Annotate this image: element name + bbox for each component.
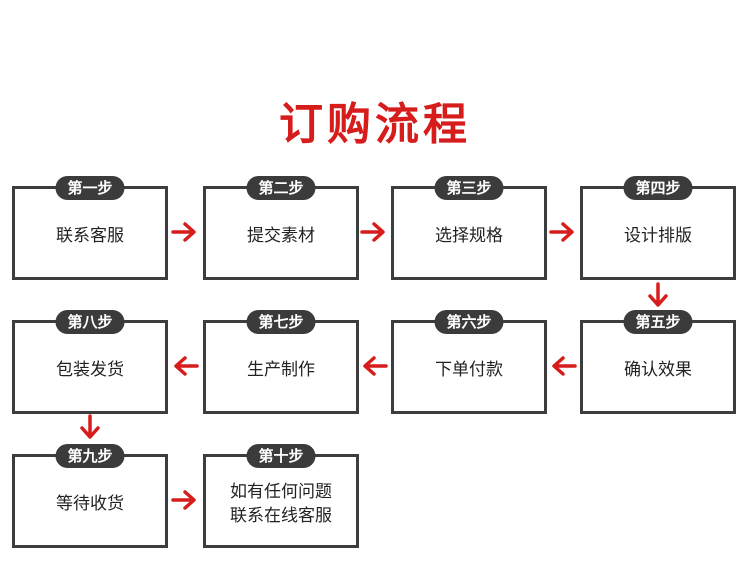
step-8-label: 包装发货 (56, 360, 124, 380)
arrow-right-icon (171, 490, 196, 510)
step-6-box: 第六步 下单付款 (391, 310, 547, 414)
step-4-badge: 第四步 (623, 176, 693, 200)
step-8-box: 第八步 包装发货 (12, 310, 168, 414)
arrow-right-icon (549, 222, 574, 242)
step-10-badge: 第十步 (246, 444, 316, 468)
step-1-label: 联系客服 (56, 226, 124, 246)
arrow-down-icon (648, 282, 668, 307)
step-9-badge: 第九步 (55, 444, 125, 468)
step-7-box: 第七步 生产制作 (203, 310, 359, 414)
step-6-label: 下单付款 (435, 360, 503, 380)
arrow-down-icon (80, 414, 100, 439)
step-2-badge: 第二步 (246, 176, 316, 200)
step-3-box: 第三步 选择规格 (391, 176, 547, 280)
step-8-badge: 第八步 (55, 310, 125, 334)
arrow-left-icon (363, 356, 388, 376)
step-9-label: 等待收货 (56, 494, 124, 514)
step-7-badge: 第七步 (246, 310, 316, 334)
step-5-badge: 第五步 (623, 310, 693, 334)
step-5-box: 第五步 确认效果 (580, 310, 736, 414)
step-10-label: 如有任何问题 联系在线客服 (206, 457, 356, 545)
page-title: 订购流程 (279, 99, 471, 150)
step-5-label: 确认效果 (624, 360, 692, 380)
arrow-left-icon (174, 356, 199, 376)
step-1-box: 第一步 联系客服 (12, 176, 168, 280)
step-10-box: 第十步 如有任何问题 联系在线客服 (203, 444, 359, 548)
step-10-label-line-1: 如有任何问题 (230, 482, 332, 502)
step-2-box: 第二步 提交素材 (203, 176, 359, 280)
step-3-badge: 第三步 (434, 176, 504, 200)
step-6-badge: 第六步 (434, 310, 504, 334)
step-4-box: 第四步 设计排版 (580, 176, 736, 280)
step-10-label-line-2: 联系在线客服 (230, 506, 332, 526)
arrow-right-icon (360, 222, 385, 242)
step-9-box: 第九步 等待收货 (12, 444, 168, 548)
arrow-left-icon (552, 356, 577, 376)
step-3-label: 选择规格 (435, 226, 503, 246)
arrow-right-icon (171, 222, 196, 242)
step-4-label: 设计排版 (624, 226, 692, 246)
step-7-label: 生产制作 (247, 360, 315, 380)
step-2-label: 提交素材 (247, 226, 315, 246)
step-1-badge: 第一步 (55, 176, 125, 200)
